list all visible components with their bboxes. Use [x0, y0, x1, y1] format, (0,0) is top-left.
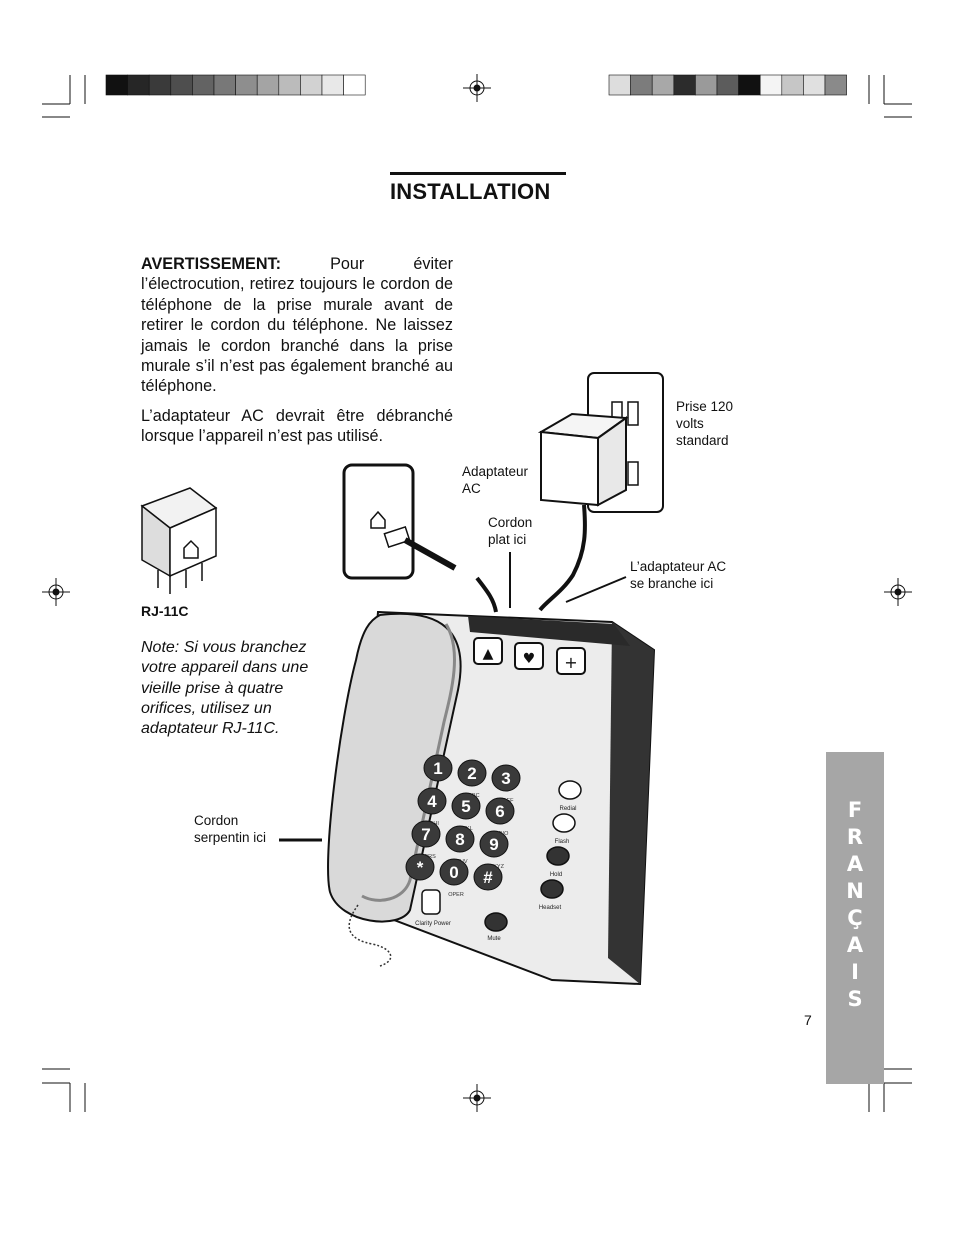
language-tab-letter: I [851, 960, 859, 984]
mute-key-label: Mute [487, 936, 501, 942]
page-number: 7 [804, 1012, 812, 1028]
line-cord-callout: Cordon plat ici [488, 514, 532, 548]
keypad-key [417, 787, 447, 815]
keypad-key [439, 858, 469, 886]
side-key-label: Hold [550, 872, 562, 878]
page-title: INSTALLATION [390, 179, 551, 204]
coil-cord-callout-line-1: Cordon [194, 813, 239, 828]
keypad-key-digit: 6 [495, 802, 504, 821]
side-key-label: Flash [555, 839, 570, 845]
rj11c-label: RJ-11C [141, 603, 189, 619]
calibration-swatch [824, 74, 847, 96]
language-tab-letter: R [846, 825, 864, 849]
keypad-key-digit: * [417, 858, 424, 877]
clarity-power-label: Clarity Power [415, 921, 451, 927]
svg-text:+: + [564, 653, 577, 672]
keypad-key-digit: 7 [421, 825, 430, 844]
phone-keypad: 12ABC3DEF4GHI5JKL6MNO7PQRS8TUV9WXYZ*0OPE… [405, 754, 521, 898]
crop-marks [42, 75, 912, 1112]
keypad-key-digit: 8 [455, 830, 464, 849]
keypad-key-digit: # [483, 868, 493, 887]
side-key [558, 780, 582, 800]
ac-adapter-callout: Adaptateur AC [462, 463, 528, 497]
language-tab-letter: A [846, 852, 864, 876]
keypad-key-digit: 0 [449, 863, 458, 882]
registration-marks [42, 74, 912, 1112]
title-rule [390, 172, 566, 175]
coil-cord-callout: Cordon serpentin ici [194, 812, 266, 846]
side-key [546, 846, 570, 866]
side-key [540, 879, 564, 899]
keypad-key-letters: OPER [448, 892, 464, 898]
rj11c-adapter-drawing [140, 487, 218, 594]
language-tab: F R A N Ç A I S [826, 752, 884, 1084]
side-key-label: Redial [559, 806, 576, 812]
keypad-key [423, 754, 453, 782]
keypad-key [405, 853, 435, 881]
ac-plug-callout: L’adaptateur AC se branche ici [630, 558, 726, 592]
language-tab-letter: N [846, 879, 864, 903]
language-tab-letter: Ç [847, 906, 863, 930]
line-cord-callout-line-1: Cordon [488, 515, 533, 530]
telephone-drawing: ▲ ♥ + 12ABC3DEF4GHI5JKL6MNO7PQRS8TUV9WXY… [327, 610, 656, 986]
speed-dial-buttons: ▲ ♥ + [473, 637, 586, 675]
mute-key [484, 912, 508, 932]
clarity-power-key [421, 889, 441, 915]
keypad-key [485, 797, 515, 825]
calibration-bar-left [105, 74, 366, 96]
language-tab-letter: A [846, 933, 864, 957]
keypad-key [479, 830, 509, 858]
keypad-key [473, 863, 503, 891]
keypad-key-digit: 2 [467, 764, 476, 783]
calibration-bar-right [608, 74, 847, 96]
side-key-label: Headset [539, 905, 562, 911]
ac-plug-callout-line-1: L’adaptateur AC [630, 559, 727, 574]
keypad-key [445, 825, 475, 853]
keypad-key-digit: 5 [461, 797, 470, 816]
calibration-swatch [343, 74, 366, 96]
warning-text: Pour éviter l’électrocution, retirez tou… [141, 255, 454, 396]
language-tab-letter: F [847, 798, 863, 822]
outlet-callout-line-1: Prise 120 [676, 399, 734, 414]
keypad-key [411, 820, 441, 848]
keypad-key [451, 792, 481, 820]
ac-plug-callout-line-2: se branche ici [630, 576, 714, 591]
keypad-key [457, 759, 487, 787]
ac-adapter-callout-line-2: AC [462, 481, 481, 496]
keypad-key-digit: 4 [427, 792, 437, 811]
ac-adapter-callout-line-1: Adaptateur [462, 464, 529, 479]
warning-paragraph: AVERTISSEMENT: Pour éviter l’électrocuti… [141, 254, 453, 397]
adapter-paragraph: L’adaptateur AC devrait être débranché l… [141, 407, 453, 446]
warning-label: AVERTISSEMENT: [141, 255, 282, 273]
phone-jack-drawing [342, 463, 457, 580]
coil-cord-callout-line-2: serpentin ici [194, 830, 267, 845]
note-paragraph: Note: Si vous branchez votre appareil da… [141, 639, 309, 738]
keypad-key-digit: 9 [489, 835, 498, 854]
svg-text:♥: ♥ [523, 651, 536, 667]
language-tab-letter: S [847, 987, 863, 1011]
ac-outlet-drawing [537, 372, 664, 612]
cords-drawing [279, 552, 627, 842]
outlet-callout-line-2: volts [676, 416, 704, 431]
outlet-callout-line-3: standard [676, 433, 729, 448]
line-cord-callout-line-2: plat ici [488, 532, 527, 547]
keypad-key [491, 764, 521, 792]
keypad-key-digit: 1 [433, 759, 442, 778]
keypad-key-digit: 3 [501, 769, 510, 788]
svg-text:▲: ▲ [483, 646, 494, 662]
outlet-callout: Prise 120 volts standard [676, 398, 733, 449]
side-key [552, 813, 576, 833]
